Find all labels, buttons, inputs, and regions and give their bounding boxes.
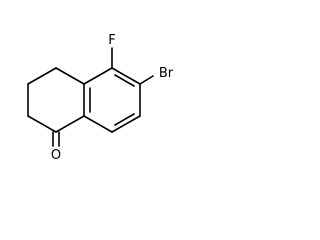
bond-c2-c1 bbox=[27, 115, 57, 133]
bond-double-c7-c8 bbox=[114, 113, 135, 126]
bromine-label: Br bbox=[159, 66, 174, 81]
bond-c4-c3 bbox=[27, 67, 57, 85]
bond-c5-c6 bbox=[111, 67, 141, 85]
bond-c4a-c4 bbox=[55, 67, 85, 85]
chemical-structure-diagram: F Br O bbox=[27, 33, 174, 163]
bond-c8-c8a bbox=[83, 115, 113, 133]
bond-c7-c8 bbox=[111, 115, 141, 133]
oxygen-label: O bbox=[51, 148, 61, 163]
bond-double-c5-c6 bbox=[114, 74, 135, 87]
fluorine-label: F bbox=[108, 33, 115, 48]
bond-c6-br bbox=[139, 75, 154, 85]
bond-c4a-c5 bbox=[83, 67, 113, 85]
bond-c1-c8a bbox=[55, 115, 85, 133]
